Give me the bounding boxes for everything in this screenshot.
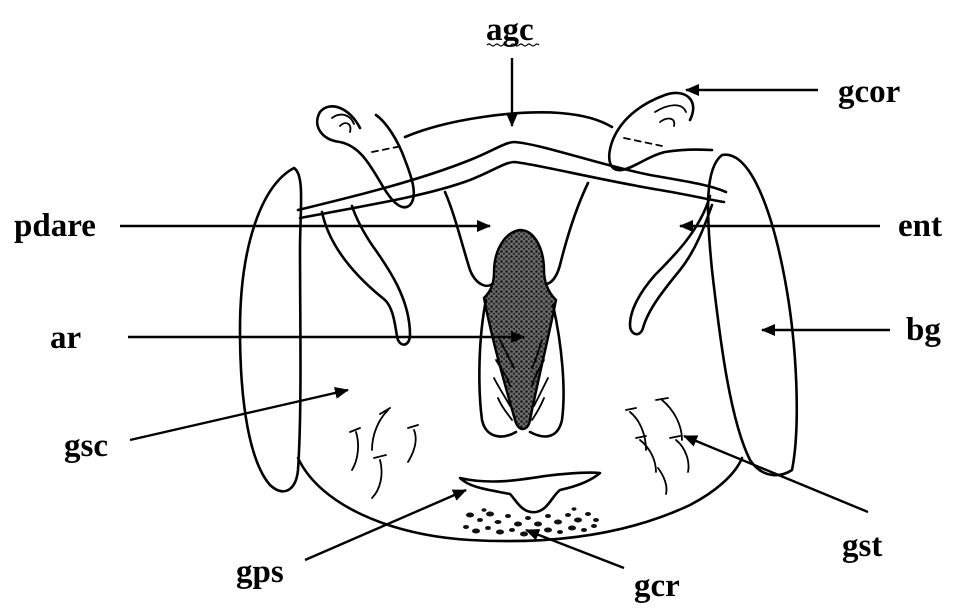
left-coronal-hook xyxy=(340,123,350,132)
arrow-gsc xyxy=(130,390,348,440)
gonopore-sclerite xyxy=(460,473,600,513)
right-horn-wall xyxy=(540,183,588,284)
left-setae xyxy=(350,408,418,498)
label-gcor: gcor xyxy=(838,74,900,110)
right-dash xyxy=(624,138,662,146)
arrow-gps xyxy=(305,490,466,560)
drawing xyxy=(240,93,797,541)
aedeagal-rod xyxy=(484,230,556,429)
arrow-gcr xyxy=(526,530,624,568)
agc-dome xyxy=(405,112,612,137)
left-dash xyxy=(372,146,402,152)
arrow-gst xyxy=(684,436,868,512)
left-basal-plate xyxy=(240,168,301,491)
right-coronal-rod xyxy=(609,93,712,170)
left-horn-wall xyxy=(445,192,494,286)
label-ar: ar xyxy=(50,320,81,356)
labels: agc gcor pdare ent ar bg gsc gst gps gcr xyxy=(14,12,942,604)
label-gsc: gsc xyxy=(64,428,108,464)
label-agc: agc xyxy=(486,12,534,48)
label-bg: bg xyxy=(906,312,941,348)
right-entapophysis xyxy=(630,196,712,334)
label-gcr: gcr xyxy=(634,568,680,604)
label-pdare: pdare xyxy=(14,208,96,244)
label-gst: gst xyxy=(842,528,882,564)
body-outline xyxy=(298,458,742,541)
label-gps: gps xyxy=(236,554,284,590)
right-coronal-inner xyxy=(655,105,686,112)
right-coronal-hook xyxy=(660,119,674,126)
label-ent: ent xyxy=(898,208,942,244)
transverse-band-lower xyxy=(300,162,724,218)
right-setae xyxy=(626,398,689,494)
